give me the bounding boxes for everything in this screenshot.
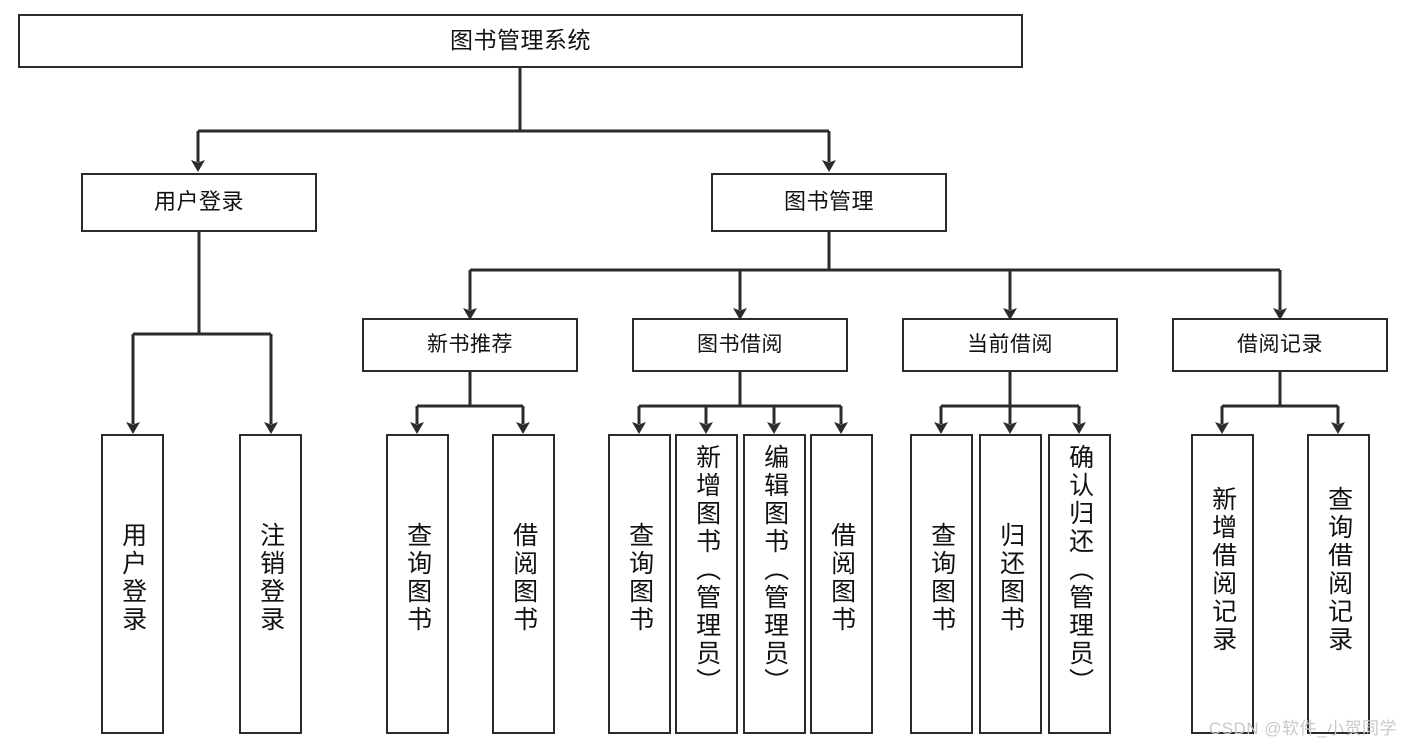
node-user-login[interactable]: 用户登录 <box>81 173 317 232</box>
node-label: 图书管理系统 <box>450 27 591 54</box>
node-book-borrow[interactable]: 图书借阅 <box>632 318 848 372</box>
node-leaf-borrow-book-recommend[interactable]: 借阅图书 <box>492 434 555 734</box>
node-label: 归还图书 <box>996 522 1025 634</box>
node-label: 借阅记录 <box>1237 332 1323 356</box>
node-leaf-edit-book[interactable]: 编辑图书（管理员） <box>743 434 806 734</box>
node-label: 新增图书（管理员） <box>692 444 721 696</box>
node-leaf-query-borrow-record[interactable]: 查询借阅记录 <box>1307 434 1370 734</box>
node-label: 编辑图书（管理员） <box>760 444 789 696</box>
node-label: 用户登录 <box>153 189 244 215</box>
node-label: 新书推荐 <box>427 332 513 356</box>
node-book-management-system[interactable]: 图书管理系统 <box>18 14 1023 68</box>
node-leaf-add-borrow-record[interactable]: 新增借阅记录 <box>1191 434 1254 734</box>
node-label: 图书管理 <box>783 189 874 215</box>
node-borrow-record[interactable]: 借阅记录 <box>1172 318 1388 372</box>
node-label: 查询图书 <box>625 522 654 634</box>
node-leaf-query-book-recommend[interactable]: 查询图书 <box>386 434 449 734</box>
node-label: 查询借阅记录 <box>1324 486 1353 654</box>
node-leaf-return-book[interactable]: 归还图书 <box>979 434 1042 734</box>
node-label: 注销登录 <box>256 522 285 634</box>
node-leaf-user-login[interactable]: 用户登录 <box>101 434 164 734</box>
node-label: 图书借阅 <box>697 332 783 356</box>
node-leaf-confirm-return[interactable]: 确认归还（管理员） <box>1048 434 1111 734</box>
node-leaf-user-logout[interactable]: 注销登录 <box>239 434 302 734</box>
node-label: 查询图书 <box>927 522 956 634</box>
node-label: 用户登录 <box>118 522 147 634</box>
node-leaf-query-book-borrow[interactable]: 查询图书 <box>608 434 671 734</box>
csdn-watermark: CSDN @软件_小贺同学 <box>1208 719 1397 738</box>
node-current-borrow[interactable]: 当前借阅 <box>902 318 1118 372</box>
node-label: 当前借阅 <box>967 332 1053 356</box>
node-leaf-add-book[interactable]: 新增图书（管理员） <box>675 434 738 734</box>
node-label: 新增借阅记录 <box>1208 486 1237 654</box>
node-label: 借阅图书 <box>827 522 856 634</box>
node-label: 借阅图书 <box>509 522 538 634</box>
node-book-management[interactable]: 图书管理 <box>711 173 947 232</box>
node-label: 确认归还（管理员） <box>1065 444 1094 696</box>
node-leaf-borrow-book[interactable]: 借阅图书 <box>810 434 873 734</box>
node-leaf-query-book-current[interactable]: 查询图书 <box>910 434 973 734</box>
node-label: 查询图书 <box>403 522 432 634</box>
node-new-book-recommend[interactable]: 新书推荐 <box>362 318 578 372</box>
